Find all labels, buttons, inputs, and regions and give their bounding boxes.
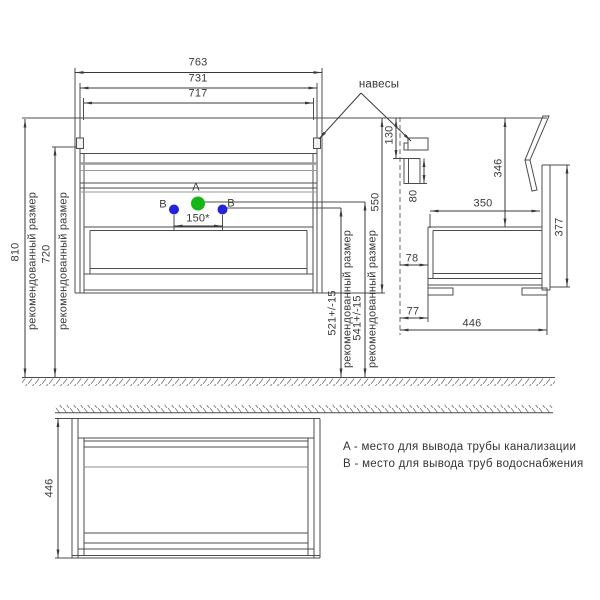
hanger-left [76,137,84,149]
point-a-dot [191,196,205,211]
pipe-outlet-points [169,196,365,230]
front-view-drawing [22,117,547,294]
dim-810-label: 810 [9,242,22,262]
dim-78-label: 78 [405,252,419,265]
dim-346-label: 346 [492,158,505,178]
point-a-label: A [192,181,200,194]
side-view-drawing [399,115,551,335]
dim-717-label: 717 [188,87,208,100]
recommended-size-note-810: рекомендованный размер [26,191,39,331]
point-b-right-label: B [227,197,235,210]
dim-763-label: 763 [188,56,208,69]
hanger-right [313,137,321,149]
top-view-drawing [71,418,321,559]
dim-80-label: 80 [407,189,420,203]
dim-150-label: 150* [186,212,210,225]
recommended-size-note-541: рекомендованный размер [366,229,379,369]
ground-hatch [22,377,555,386]
dim-550-label: 550 [369,192,382,212]
dim-446-top-view-label: 446 [43,478,56,498]
hangers-label: навесы [358,78,400,91]
hangers-callout-arrows [318,92,412,142]
legend-line-b: B - место для вывода труб водоснабжения [343,458,584,470]
wall-hatch [55,405,553,414]
extension-lines [52,68,570,559]
dim-130-label: 130 [383,125,396,145]
dim-77-label: 77 [406,305,420,318]
dim-350-label: 350 [473,197,493,210]
legend-line-a: A - место для вывода трубы канализации [343,441,577,453]
dim-541-label: 541+/-15 [351,295,364,341]
dim-521-label: 521+/-15 [326,290,339,336]
dim-446-side-label: 446 [462,317,482,330]
point-b-left-label: B [159,198,167,211]
dim-377-label: 377 [553,217,566,237]
point-b-left-dot [169,204,179,215]
recommended-size-note-720: рекомендованный размер [57,191,70,331]
dimension-lines [23,71,569,558]
dim-720-label: 720 [40,244,53,264]
dim-731-label: 731 [188,72,208,85]
point-b-right-dot [217,204,228,215]
